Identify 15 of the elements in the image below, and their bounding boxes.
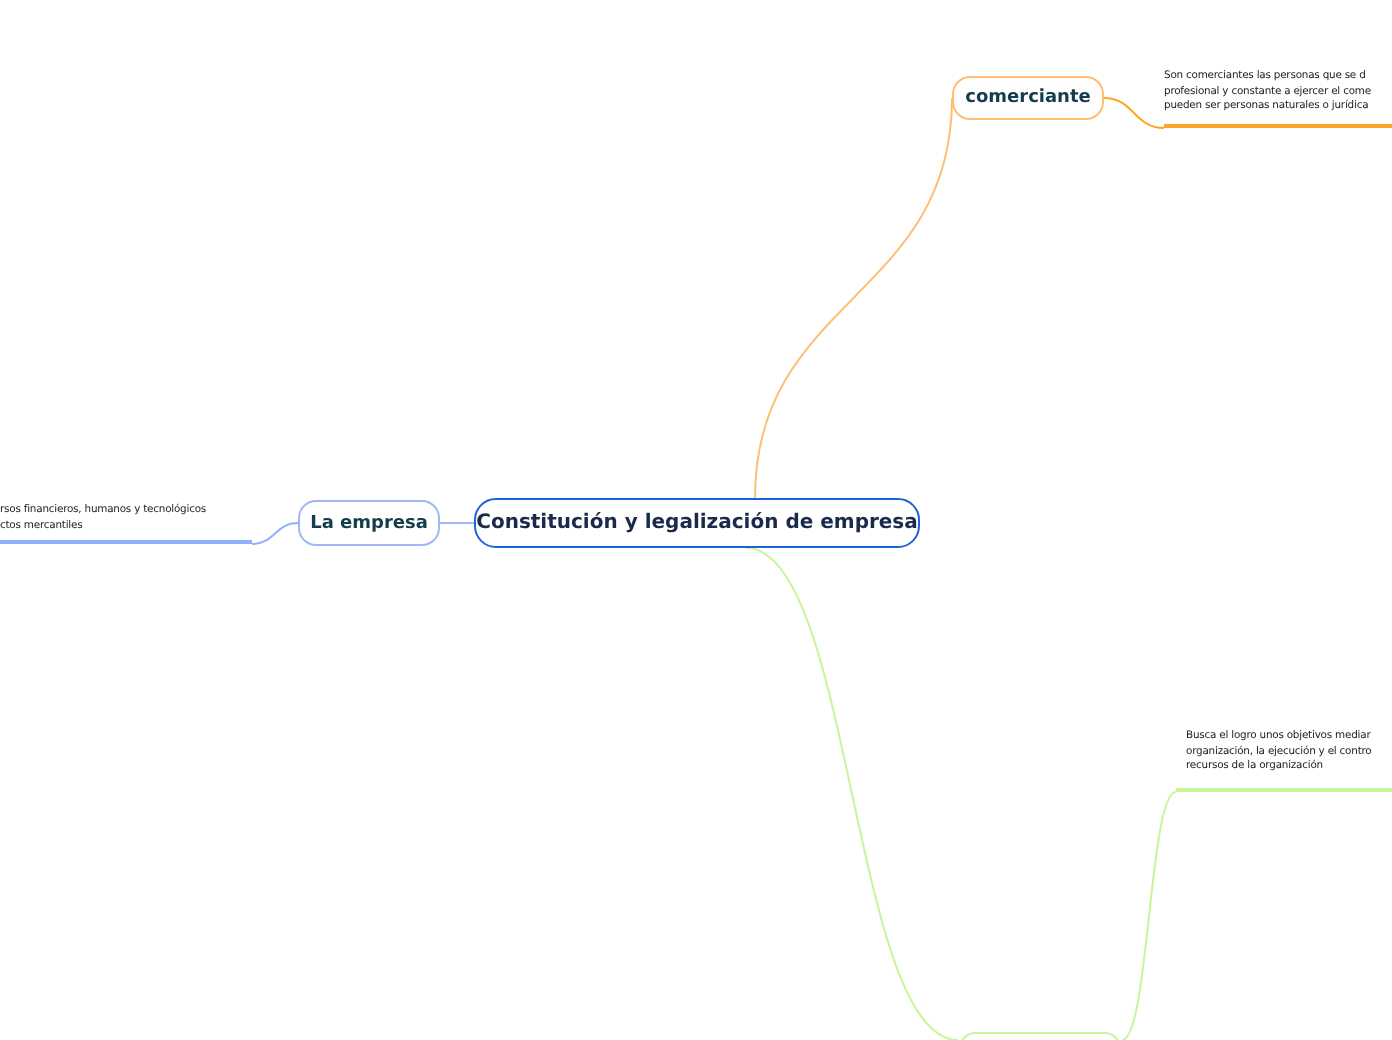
note-text-block bbox=[0, 504, 252, 544]
topic-label: Constitución y legalización de empresa bbox=[476, 512, 918, 534]
connector-line bbox=[754, 97, 953, 499]
topic-box bbox=[298, 500, 440, 546]
note-text-block bbox=[1164, 70, 1392, 128]
topic-label: La empresa bbox=[310, 513, 428, 533]
connector-line bbox=[745, 547, 959, 1040]
topic-label: comerciante bbox=[965, 88, 1091, 108]
note-text-block bbox=[1176, 730, 1392, 792]
connector-line bbox=[439, 522, 475, 524]
central-topic bbox=[474, 498, 920, 548]
connector-line bbox=[1121, 791, 1177, 1040]
connector-line bbox=[251, 522, 299, 545]
connector-line bbox=[1103, 97, 1165, 129]
topic-box bbox=[952, 76, 1104, 120]
